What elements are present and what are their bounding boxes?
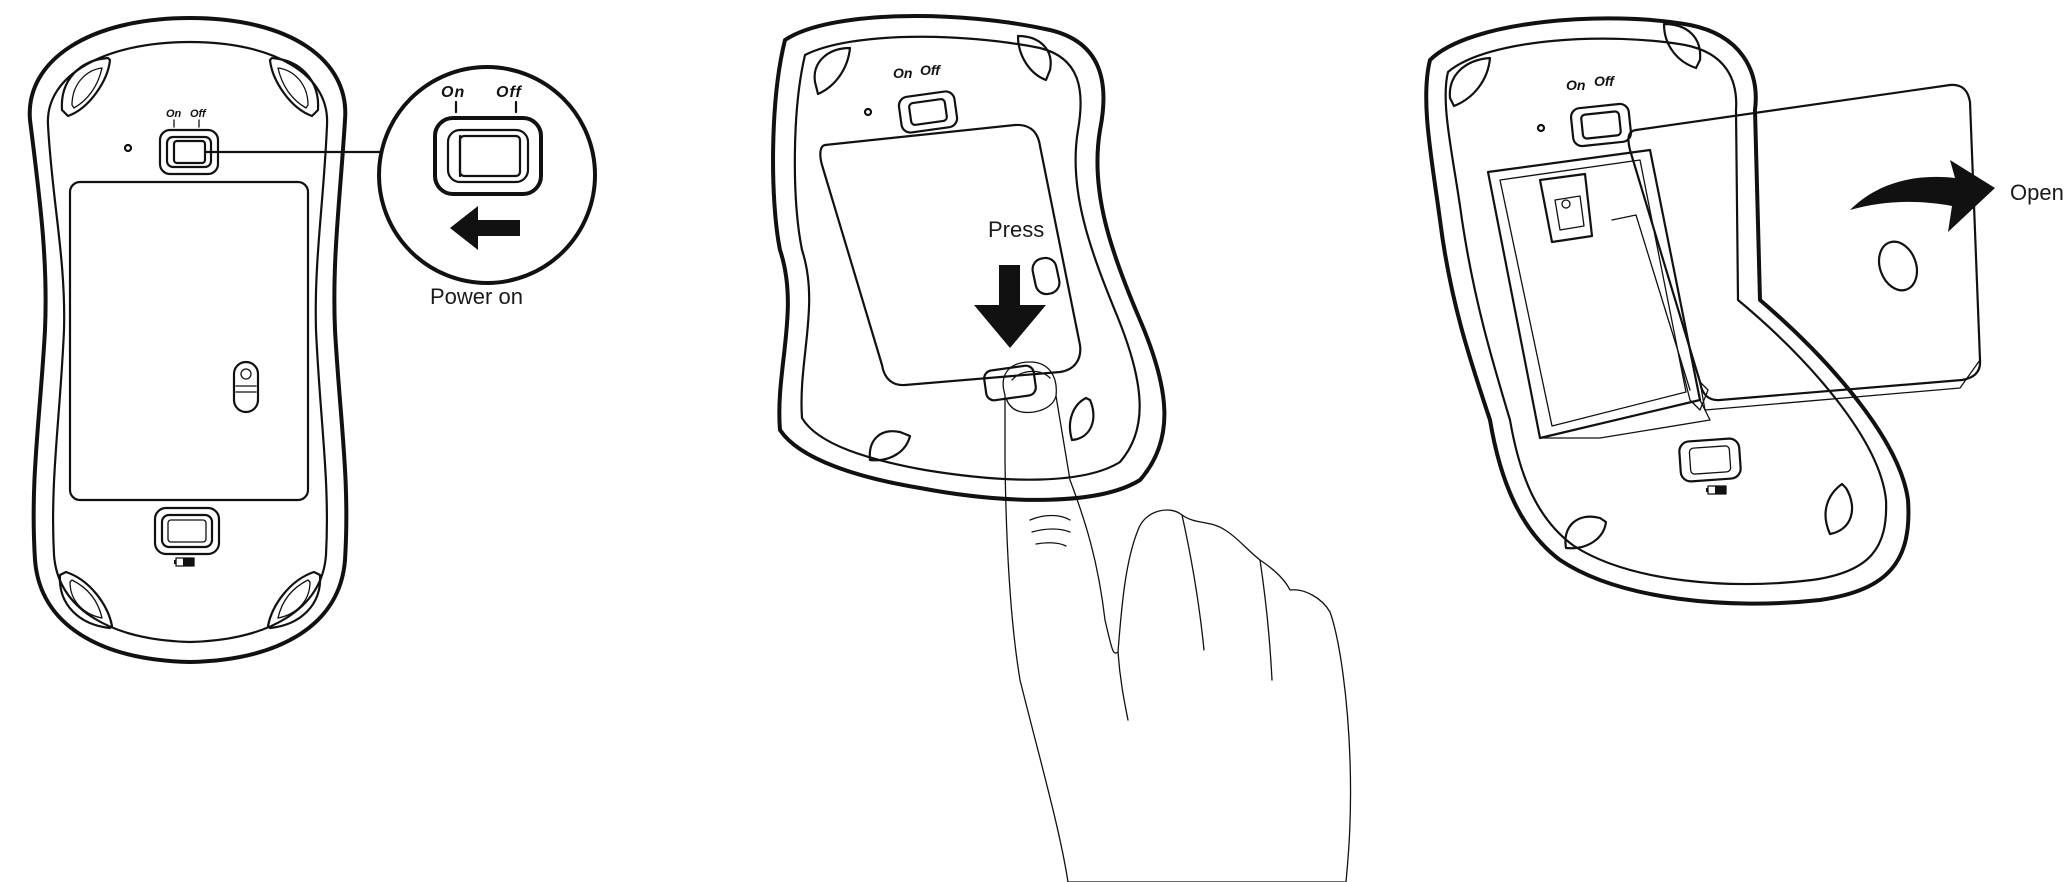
- mouse-body-inner: [48, 42, 327, 642]
- foot-pad: [268, 572, 320, 628]
- battery-icon: [1706, 486, 1726, 494]
- foot-pad: [815, 48, 850, 94]
- foot-pad: [60, 572, 112, 628]
- battery-icon: [174, 558, 194, 566]
- cover-release-button[interactable]: [155, 508, 219, 554]
- foot-pad: [1826, 484, 1853, 534]
- panel-power-on: On Off: [30, 18, 382, 662]
- mouse-body-outer: [773, 16, 1164, 500]
- switch-on-label: On: [166, 108, 182, 120]
- zoom-power-switch[interactable]: [435, 118, 541, 194]
- panel-open: On Off: [1426, 18, 2064, 603]
- battery-cover: [70, 182, 308, 500]
- panel-press: On Off Press: [773, 16, 1351, 882]
- foot-pad: [1070, 398, 1093, 440]
- battery-cover: [820, 125, 1080, 385]
- hand-pressing: [1003, 362, 1350, 882]
- switch-off-label: Off: [1594, 73, 1615, 89]
- switch-off-label: Off: [190, 108, 207, 120]
- mouse-body-outer: [1426, 18, 1908, 603]
- power-on-label: Power on: [430, 284, 523, 309]
- switch-off-label: Off: [920, 62, 941, 78]
- sensor-hole: [1538, 125, 1544, 131]
- down-arrow-icon: [974, 265, 1046, 348]
- open-label: Open: [2010, 180, 2064, 205]
- mouse-body-inner: [795, 37, 1140, 480]
- battery-compartment: [1488, 150, 1710, 438]
- foot-pad: [870, 431, 910, 460]
- switch-on-label: On: [1566, 77, 1585, 93]
- cover-release-button[interactable]: [1679, 438, 1742, 482]
- cover-latch: [1031, 256, 1062, 296]
- cover-release-button[interactable]: [983, 365, 1037, 402]
- press-label: Press: [988, 217, 1044, 242]
- zoom-on-label: On: [441, 84, 465, 101]
- foot-pad: [62, 58, 110, 116]
- foot-pad: [1018, 36, 1051, 80]
- zoom-off-label: Off: [496, 84, 522, 101]
- switch-on-label: On: [893, 65, 912, 81]
- left-arrow-icon: [450, 206, 520, 250]
- sensor-hole: [125, 145, 131, 151]
- switch-zoom-callout: On Off: [379, 67, 595, 283]
- sensor-hole: [865, 109, 871, 115]
- power-switch[interactable]: [898, 90, 958, 133]
- cover-latch: [234, 362, 258, 412]
- foot-pad: [1664, 24, 1700, 68]
- power-switch[interactable]: [1570, 103, 1632, 147]
